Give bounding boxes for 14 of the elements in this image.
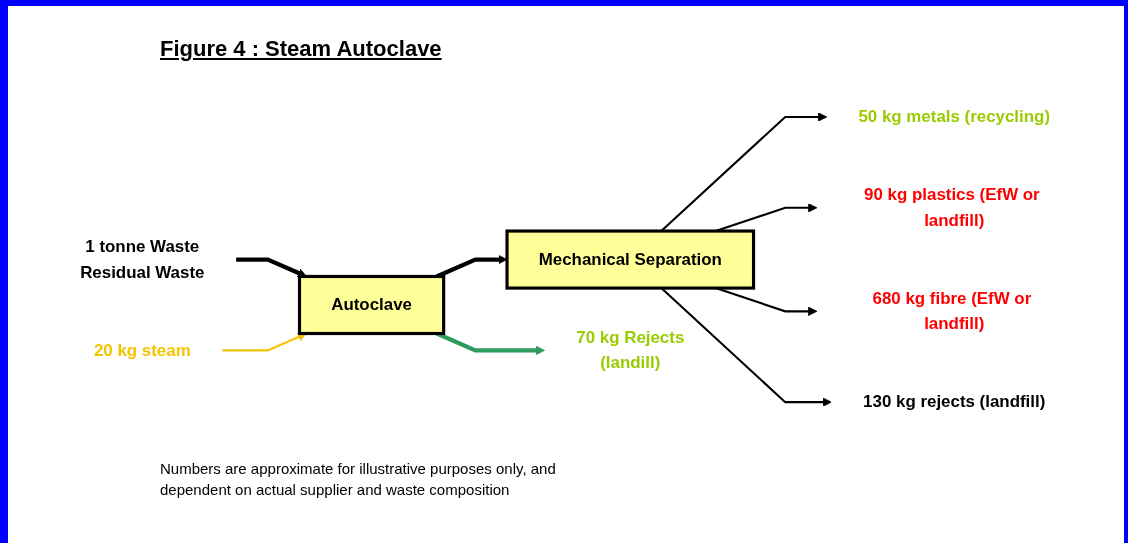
node-text: 130 kg rejects (landfill) <box>863 393 1046 412</box>
node-text: 680 kg fibre (EfW or landfill) <box>872 289 1032 333</box>
arrow <box>236 257 307 278</box>
figure-title: Figure 4 : Steam Autoclave <box>160 36 442 62</box>
node-text: 1 tonne Waste Residual Waste <box>80 237 205 282</box>
node-text: 90 kg plastics (EfW or landfill) <box>864 186 1040 230</box>
node-box: Autoclave <box>297 275 446 336</box>
node-box: Mechanical Separation <box>505 229 756 291</box>
node-text: 70 kg Rejects (landill) <box>576 328 685 372</box>
node-text: 20 kg steam <box>93 341 191 360</box>
footnote: Numbers are approximate for illustrative purposes only, and dependent on actual supplier and waste composition <box>160 459 557 500</box>
arrow <box>435 332 545 356</box>
arrow <box>222 333 307 352</box>
node-text: 50 kg metals (recycling) <box>858 107 1051 126</box>
